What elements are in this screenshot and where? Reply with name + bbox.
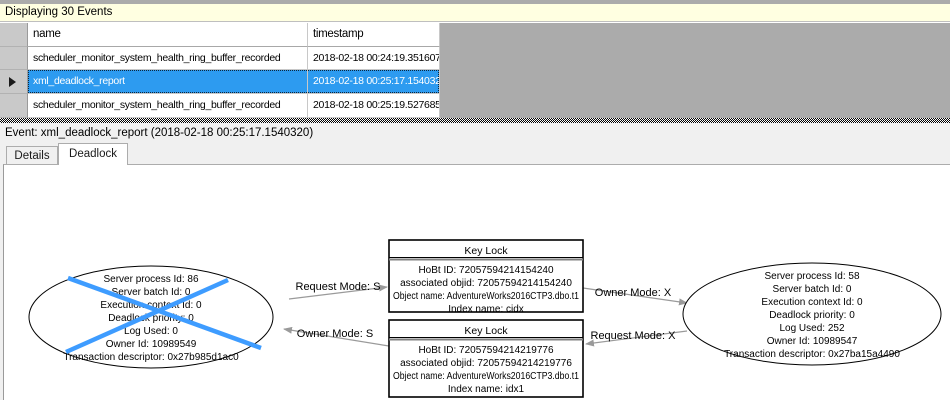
column-header-timestamp[interactable]: timestamp <box>308 23 440 47</box>
row-selector-cell[interactable] <box>0 94 28 118</box>
edge-label-request-s: Request Mode: S <box>296 281 381 293</box>
row-selector-cell[interactable] <box>0 47 28 70</box>
lock-line: HoBt ID: 72057594214154240 <box>418 265 554 276</box>
lock-line: Index name: cidx <box>448 304 524 315</box>
process-line: Log Used: 252 <box>779 323 844 334</box>
event-summary-bar: Event: xml_deadlock_report (2018-02-18 0… <box>0 123 950 143</box>
process-line: Deadlock priority: 0 <box>108 313 194 324</box>
tab-details[interactable]: Details <box>6 146 58 165</box>
lock-node-bottom[interactable]: Key Lock HoBt ID: 72057594214219776 asso… <box>388 319 584 398</box>
detail-tabstrip: Details Deadlock <box>0 143 950 165</box>
event-summary-label: Event: xml_deadlock_report (2018-02-18 0… <box>5 127 314 139</box>
process-line: Log Used: 0 <box>124 326 178 337</box>
process-line: Server process Id: 86 <box>103 274 198 285</box>
victim-cross-icon <box>65 275 262 355</box>
edge-owner-mode-x: Owner Mode: X <box>582 287 688 306</box>
cell-name-selected[interactable]: xml_deadlock_report <box>28 70 308 94</box>
lock-line: Object name: AdventureWorks2016CTP3.dbo.… <box>393 371 579 382</box>
edge-label-owner-s: Owner Mode: S <box>297 328 373 340</box>
lock-line: associated objid: 72057594214154240 <box>400 278 572 289</box>
edge-request-mode-s: Request Mode: S <box>288 281 388 300</box>
lock-node-top[interactable]: Key Lock HoBt ID: 72057594214154240 asso… <box>388 239 584 315</box>
window-top-strip <box>0 0 950 4</box>
process-line: Deadlock priority: 0 <box>769 310 855 321</box>
process-line: Server process Id: 58 <box>764 271 859 282</box>
process-line: Transaction descriptor: 0x27ba15a4490 <box>724 349 900 360</box>
lock-line: Object name: AdventureWorks2016CTP3.dbo.… <box>393 291 579 302</box>
process-line: Owner Id: 10989549 <box>106 339 197 350</box>
edge-request-mode-x: Request Mode: X <box>585 330 688 347</box>
events-grid[interactable]: name timestamp scheduler_monitor_system_… <box>0 23 950 118</box>
lock-line: HoBt ID: 72057594214219776 <box>418 345 554 356</box>
deadlock-graph-pane: Request Mode: S Owner Mode: S Owner Mode… <box>3 164 950 400</box>
current-row-indicator-icon <box>9 77 16 87</box>
process-node-victim[interactable]: Server process Id: 86 Server batch Id: 0… <box>28 265 274 369</box>
cell-timestamp[interactable]: 2018-02-18 00:24:19.3516078 <box>308 47 440 70</box>
lock-title: Key Lock <box>464 325 508 337</box>
cell-name[interactable]: scheduler_monitor_system_health_ring_buf… <box>28 94 308 118</box>
cell-timestamp[interactable]: 2018-02-18 00:25:19.5276859 <box>308 94 440 118</box>
process-line: Server batch Id: 0 <box>773 284 852 295</box>
lock-line: Index name: idx1 <box>448 384 525 395</box>
process-line: Execution context Id: 0 <box>100 300 202 311</box>
edge-label-request-x: Request Mode: X <box>591 330 677 342</box>
cell-name[interactable]: scheduler_monitor_system_health_ring_buf… <box>28 47 308 70</box>
deadlock-graph: Request Mode: S Owner Mode: S Owner Mode… <box>28 239 942 398</box>
process-line: Owner Id: 10989547 <box>767 336 858 347</box>
displaying-events-text: Displaying 30 Events <box>5 6 113 18</box>
process-line: Execution context Id: 0 <box>761 297 863 308</box>
lock-title: Key Lock <box>464 245 508 257</box>
cell-timestamp-selected[interactable]: 2018-02-18 00:25:17.1540320 <box>308 70 440 94</box>
process-node-right[interactable]: Server process Id: 58 Server batch Id: 0… <box>682 262 942 366</box>
tab-deadlock[interactable]: Deadlock <box>58 143 128 165</box>
lock-line: associated objid: 72057594214219776 <box>400 358 572 369</box>
displaying-events-bar: Displaying 30 Events <box>0 4 950 22</box>
column-header-name[interactable]: name <box>28 23 308 47</box>
process-line: Transaction descriptor: 0x27b985d1ac0 <box>63 352 239 363</box>
grid-splitter[interactable] <box>0 118 950 123</box>
edge-owner-mode-s: Owner Mode: S <box>283 326 390 347</box>
grid-corner-cell[interactable] <box>0 23 28 47</box>
process-line: Server batch Id: 0 <box>112 287 191 298</box>
edge-label-owner-x: Owner Mode: X <box>595 287 672 299</box>
row-selector-cell-current[interactable] <box>0 70 28 94</box>
